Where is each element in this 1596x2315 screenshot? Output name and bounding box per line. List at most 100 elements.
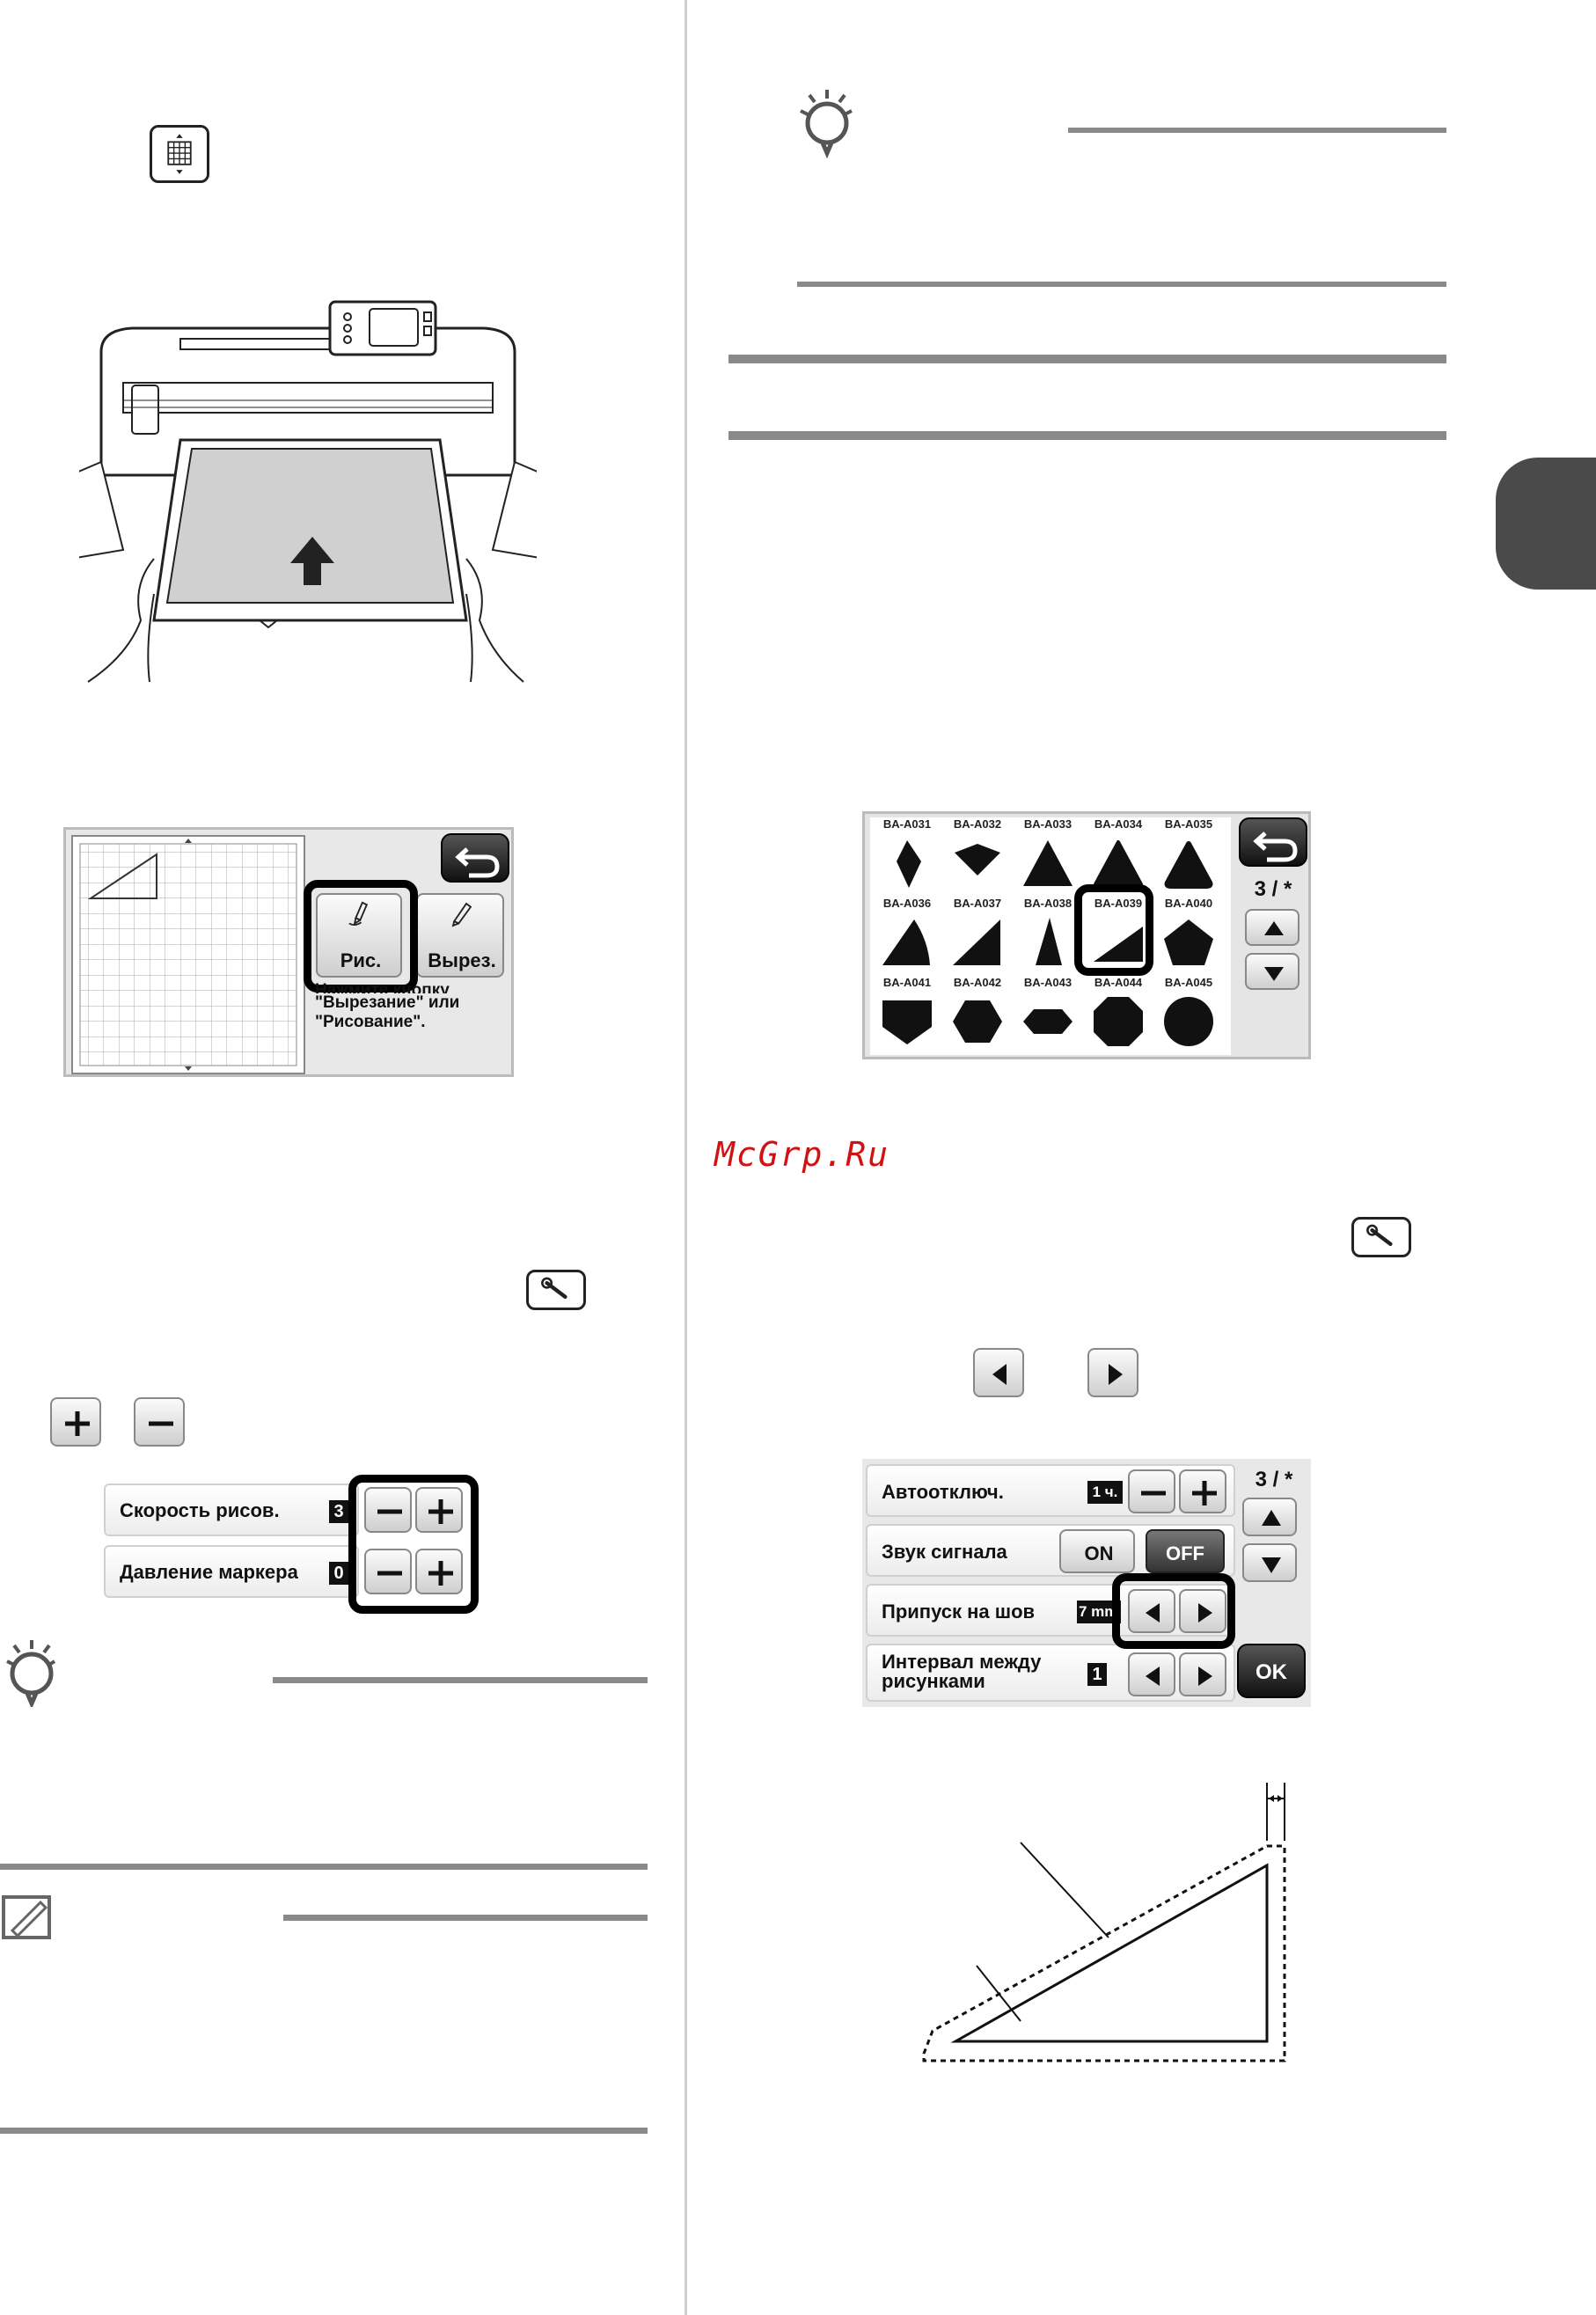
draw-mode-button[interactable]: Рис. [316,893,402,978]
back-button[interactable] [1239,817,1307,867]
auto-off-row: Автоотключ. 1 ч. [866,1464,1235,1517]
back-button[interactable] [441,833,509,883]
shape-code-label: BA-A038 [1023,897,1073,910]
cut-mode-button[interactable]: Вырез. [416,893,504,978]
plus-icon [65,1411,90,1436]
scroll-down-button[interactable] [1245,953,1299,990]
note-rule [273,1677,648,1683]
pressure-minus-button[interactable] [364,1549,412,1594]
interval-right-button[interactable] [1179,1652,1226,1696]
shape-item[interactable]: BA-A042 [942,976,1013,1053]
shape-item[interactable]: BA-A039 [1083,897,1153,974]
speed-minus-button[interactable] [364,1487,412,1533]
sound-off-label: OFF [1166,1542,1204,1564]
triangle-up-icon [1264,921,1284,935]
shape-code-label: BA-A039 [1094,897,1143,910]
shape-item[interactable]: BA-A034 [1083,817,1153,895]
shape-item[interactable]: BA-A037 [942,897,1013,974]
triangle-up-icon [1262,1510,1281,1526]
shape-item[interactable]: BA-A033 [1013,817,1083,895]
sound-off-button[interactable]: OFF [1146,1529,1225,1573]
triangle-down-icon [1262,1557,1281,1573]
watermark-text: McGrp.Ru [714,1135,890,1174]
shape-item[interactable]: BA-A043 [1013,976,1083,1053]
marker-pressure-label: Давление маркера [120,1561,298,1583]
note-rule [1068,128,1446,133]
shape-code-label: BA-A032 [953,817,1002,831]
triangle-right-icon [1198,1667,1212,1686]
draw-mode-label: Рис. [340,949,382,971]
seam-allowance-row: Припуск на шов 7 mm [866,1584,1235,1637]
note-rule-bottom [797,282,1446,287]
cut-mode-label: Вырез. [428,949,496,971]
sound-on-button[interactable]: ON [1059,1529,1135,1573]
shape-item[interactable]: BA-A040 [1153,897,1224,974]
shape-item[interactable]: BA-A045 [1153,976,1224,1053]
scroll-up-button[interactable] [1245,909,1299,946]
settings-button[interactable] [1351,1217,1411,1257]
shape-thumbnail [1094,927,1143,962]
shape-item[interactable]: BA-A036 [872,897,942,974]
wrench-icon [541,1277,567,1299]
plus-icon [428,1499,453,1524]
ok-label: OK [1256,1660,1287,1684]
shape-thumbnail [955,844,1000,875]
speed-plus-button[interactable] [415,1487,463,1533]
shape-item[interactable]: BA-A035 [1153,817,1224,895]
minus-button[interactable] [134,1397,185,1447]
plus-button[interactable] [50,1397,101,1447]
settings-button[interactable] [526,1270,586,1310]
draw-speed-label: Скорость рисов. [120,1499,280,1521]
triangle-left-icon [1146,1667,1160,1686]
shape-code-label: BA-A036 [882,897,932,910]
shape-code-label: BA-A033 [1023,817,1073,831]
page-indicator: 3 / * [1255,1468,1293,1491]
highlight-frame [1112,1573,1235,1649]
seam-right-button[interactable] [1179,1589,1226,1633]
shape-item[interactable]: BA-A032 [942,817,1013,895]
shape-item[interactable]: BA-A041 [872,976,942,1053]
shape-item[interactable]: BA-A031 [872,817,942,895]
return-arrow-icon [455,847,500,878]
seam-left-button[interactable] [1128,1589,1175,1633]
shape-code-label: BA-A044 [1094,976,1143,989]
highlight-frame [348,1475,479,1614]
marker-pressure-row: Давление маркера 0 [104,1545,359,1598]
shape-code-label: BA-A045 [1164,976,1213,989]
auto-off-minus-button[interactable] [1128,1469,1175,1513]
memo-icon [2,1895,51,1939]
draw-speed-value: 3 [329,1500,348,1523]
plus-icon [1192,1481,1217,1505]
interval-left-button[interactable] [1128,1652,1175,1696]
auto-off-plus-button[interactable] [1179,1469,1226,1513]
arrow-right-button[interactable] [1087,1348,1138,1397]
ok-button[interactable]: OK [1237,1644,1306,1698]
minus-icon [1141,1491,1166,1496]
settings-screen: Автоотключ. 1 ч. Звук сигнала ON OFF При… [862,1459,1311,1707]
shape-code-label: BA-A043 [1023,976,1073,989]
grid-icon [167,134,192,174]
scroll-down-button[interactable] [1242,1543,1297,1582]
sound-label: Звук сигнала [882,1541,1007,1563]
scroll-up-button[interactable] [1242,1498,1297,1536]
highlight-frame [1074,884,1153,976]
shape-thumbnail [1094,840,1143,886]
column-divider [685,0,687,2315]
shape-item[interactable]: BA-A038 [1013,897,1083,974]
shape-thumbnail [1023,840,1073,886]
shape-item[interactable]: BA-A044 [1083,976,1153,1053]
shape-thumbnail [1023,1009,1073,1034]
shape-code-label: BA-A034 [1094,817,1143,831]
arrow-left-button[interactable] [973,1348,1024,1397]
shape-thumbnail [897,840,921,888]
draw-speed-row: Скорость рисов. 3 [104,1484,359,1536]
section-rule [0,1864,648,1870]
mat-scan-button[interactable] [150,125,209,183]
blade-icon [451,902,472,927]
shape-thumbnail [1036,918,1062,965]
pressure-plus-button[interactable] [415,1549,463,1594]
memo-rule [283,1915,648,1921]
minus-icon [149,1421,173,1426]
shape-thumbnail [882,919,930,965]
